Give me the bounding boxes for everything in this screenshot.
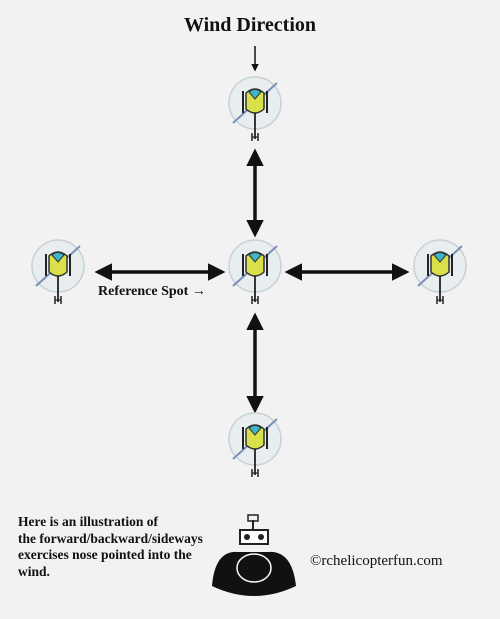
- helicopter-icon: [228, 239, 282, 305]
- caption-line: wind.: [18, 563, 50, 579]
- helicopter-icon: [31, 239, 85, 305]
- caption-line: Here is an illustration of: [18, 514, 158, 529]
- copyright-text: ©rchelicopterfun.com: [310, 553, 443, 569]
- helicopter-icon: [228, 412, 282, 478]
- pilot-icon: [212, 514, 296, 596]
- diagram-title: Wind Direction: [183, 14, 317, 36]
- caption-line: exercises nose pointed into the: [18, 547, 192, 562]
- reference-spot-label: Reference Spot →: [98, 284, 206, 299]
- helicopter-icon: [228, 76, 282, 142]
- helicopter-icon: [413, 239, 467, 305]
- caption: Here is an illustration of the forward/b…: [18, 514, 240, 580]
- caption-line: the forward/backward/sideways: [18, 530, 203, 546]
